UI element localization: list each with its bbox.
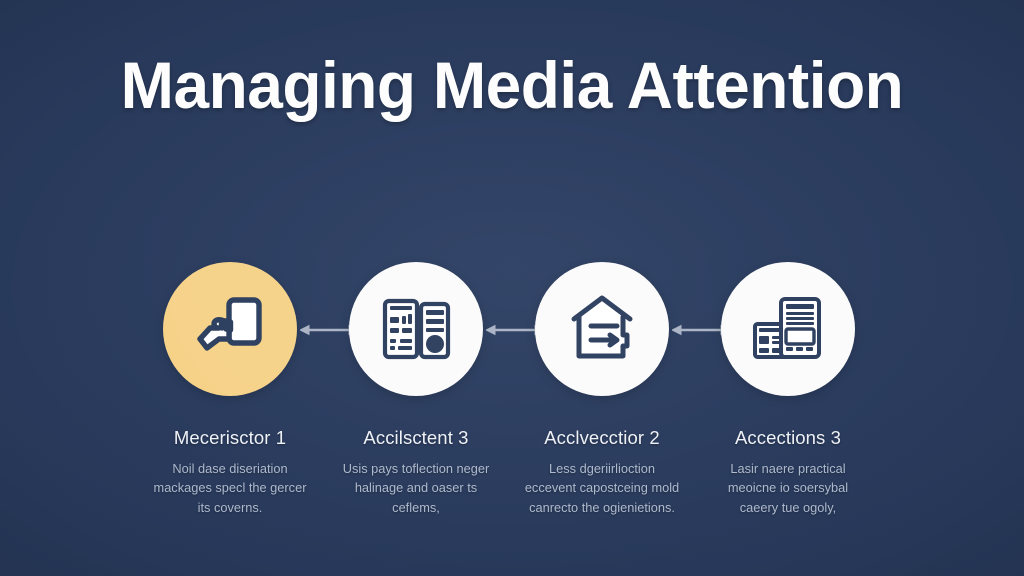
page-title: Managing Media Attention bbox=[120, 48, 904, 122]
flow-step-4-icon-circle bbox=[721, 262, 855, 396]
flow-step-4[interactable]: Accections 3 Lasir naere practical meoic… bbox=[695, 262, 881, 517]
flow-step-3-body: Less dgeriirlioction eccevent capostcein… bbox=[524, 461, 680, 515]
flow-step-1-body: Noil dase diseriation mackages specl the… bbox=[153, 461, 307, 515]
flow-step-4-body: Lasir naere practical meoicne io soersyb… bbox=[727, 461, 849, 515]
flow-step-1[interactable]: Mecerisctor 1 Noil dase diseriation mack… bbox=[137, 262, 323, 517]
process-flow: Mecerisctor 1 Noil dase diseriation mack… bbox=[0, 262, 1024, 552]
flow-step-4-title: Accections 3 bbox=[734, 427, 842, 448]
newspaper-phone-icon bbox=[746, 287, 830, 371]
flow-step-3-title: Acclvecctior 2 bbox=[544, 427, 660, 448]
house-document-icon bbox=[560, 287, 644, 371]
flow-step-3[interactable]: Acclvecctior 2 Less dgeriirlioction ecce… bbox=[509, 262, 695, 517]
flow-step-2[interactable]: Accilsctent 3 Usis pays toflection neger… bbox=[323, 262, 509, 517]
flow-step-2-title: Accilsctent 3 bbox=[363, 427, 469, 448]
flow-step-2-icon-circle bbox=[349, 262, 483, 396]
flow-step-3-icon-circle bbox=[535, 262, 669, 396]
flow-step-1-icon-circle bbox=[163, 262, 297, 396]
flow-step-1-title: Mecerisctor 1 bbox=[173, 427, 287, 448]
document-panels-icon bbox=[374, 287, 458, 371]
hand-holding-phone-icon bbox=[188, 287, 272, 371]
flow-step-2-body: Usis pays toflection neger halinage and … bbox=[342, 461, 490, 515]
